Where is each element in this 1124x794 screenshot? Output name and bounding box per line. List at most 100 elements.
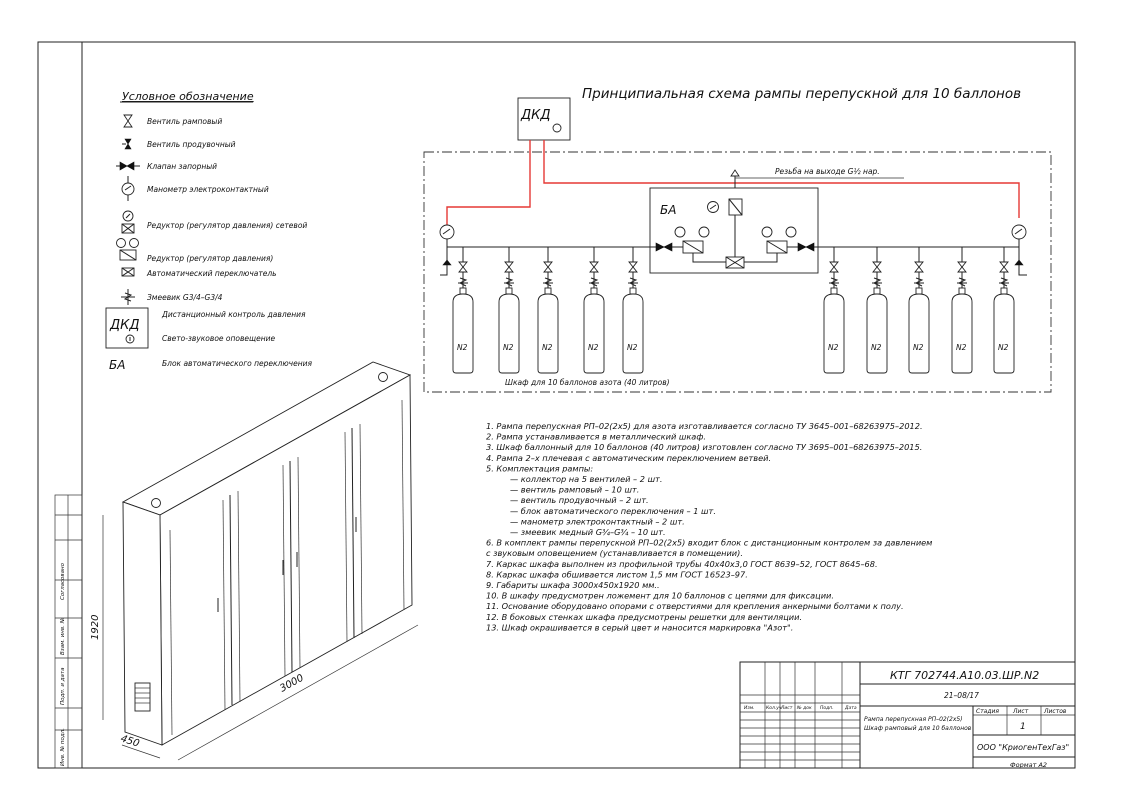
ba-block-label: БА (660, 203, 676, 217)
title-block: Изм. Кол.уч Лист № док Подп. Дата КТГ 70… (739, 661, 1076, 769)
cylinder-label: N2 (503, 343, 514, 352)
stamp-agreed: Согласовано (60, 562, 66, 600)
cylinder-label: N2 (542, 343, 553, 352)
legend-item-ramp-valve: Вентиль рамповый (147, 117, 222, 126)
dkd-legend-block: ДКД (105, 307, 149, 349)
outlet-label: Резьба на выходе G½ нар. (775, 167, 880, 176)
tb-stage-label: Стадия (976, 708, 999, 715)
tb-doc-code: КТГ 702744.А10.03.ШР.N2 (890, 669, 1039, 682)
tb-format: Формат А2 (1010, 761, 1047, 769)
legend-item-alarm: Свето-звуковое оповещение (162, 334, 275, 343)
purge-valve-icon (122, 138, 132, 150)
manometer-right-icon (1011, 224, 1027, 240)
side-stamp: Согласовано Взам. инв. № Подп. и дата Ин… (54, 494, 83, 769)
note-line: 10. В шкафу предусмотрен ложемент для 10… (486, 591, 834, 601)
shutoff-valve-icon (116, 161, 140, 171)
cylinder-label: N2 (457, 343, 468, 352)
dkd-legend-label: ДКД (109, 318, 140, 333)
tb-name-line2: Шкаф рамповый для 10 баллонов (864, 725, 972, 732)
signal-wire-left (446, 140, 531, 228)
cabinet-label: Шкаф для 10 баллонов азота (40 литров) (505, 378, 670, 387)
cylinder: N2 (823, 247, 845, 374)
cylinder: N2 (951, 247, 973, 374)
dkd-box (517, 97, 571, 141)
tb-sheets-label: Листов (1043, 708, 1067, 715)
cylinder: N2 (583, 247, 605, 374)
tb-sheet-label: Лист (1012, 708, 1029, 715)
cabinet-outline (423, 151, 1052, 393)
note-line: — коллектор на 5 вентилей – 2 шт. (510, 474, 662, 484)
note-line: 12. В боковых стенках шкафа предусмотрен… (486, 612, 802, 622)
manometer-icon (121, 176, 135, 201)
tb-col-koluch: Кол.уч (766, 705, 782, 711)
tb-col-izm: Изм. (744, 705, 755, 711)
cylinder: N2 (622, 247, 644, 374)
tb-sheet-no: 1 (1020, 722, 1026, 732)
note-line: — змеевик медный G¾–G¾ – 10 шт. (510, 527, 666, 537)
legend-item-purge-valve: Вентиль продувочный (147, 140, 236, 149)
auto-switch-icon (121, 267, 135, 277)
note-line: 5. Комплектация рампы: (486, 463, 593, 473)
stamp-replace-inv: Взам. инв. № (60, 617, 66, 655)
ramp-valve-icon (123, 114, 133, 128)
legend-heading: Условное обозначение (122, 90, 254, 103)
tb-col-data: Дата (844, 705, 857, 711)
reducer-icon (116, 238, 139, 261)
coil-icon (121, 289, 135, 305)
note-line: 3. Шкаф баллонный для 10 баллонов (40 ли… (486, 442, 922, 452)
cylinder: N2 (452, 247, 474, 374)
note-line: 9. Габариты шкафа 3000х450х1920 мм.. (486, 580, 660, 590)
cylinder: N2 (498, 247, 520, 374)
note-line: — вентиль рамповый – 10 шт. (510, 485, 639, 495)
cylinder-label: N2 (956, 343, 967, 352)
cylinder: N2 (908, 247, 930, 374)
legend-item-network-reducer: Редуктор (регулятор давления) сетевой (147, 221, 307, 230)
tb-col-ndok: № док (796, 705, 812, 711)
dkd-alarm-icon (552, 123, 562, 133)
inner-frame (81, 41, 1076, 769)
signal-wire-right (543, 140, 1020, 218)
tb-col-podp: Подп. (820, 705, 834, 711)
legend-item-reducer: Редуктор (регулятор давления) (147, 254, 273, 263)
note-line: 6. В комплект рампы перепускной РП–02(2х… (486, 538, 932, 548)
tb-date-code: 21–08/17 (944, 691, 979, 700)
cabinet-iso-drawing: 1920 3000 450 (90, 361, 419, 761)
tb-name-line1: Рампа перепускная РП–02(2х5) (864, 716, 963, 723)
legend: Условное обозначение Вентиль рамповый Ве… (105, 90, 312, 372)
legend-item-auto-switch: Автоматический переключатель (146, 269, 277, 278)
outlet-arrow-icon (730, 169, 740, 177)
ba-legend-label: БА (109, 358, 125, 372)
cylinder: N2 (537, 247, 559, 374)
cylinder: N2 (866, 247, 888, 374)
network-reducer-icon (121, 210, 135, 234)
note-line: — вентиль продувочный – 2 шт. (510, 495, 649, 505)
cylinder-label: N2 (998, 343, 1009, 352)
cylinder-label: N2 (913, 343, 924, 352)
note-line: 8. Каркас шкафа обшивается листом 1,5 мм… (486, 569, 748, 579)
dkd-box-label: ДКД (520, 108, 551, 123)
tb-company: ООО "КриогенТехГаз" (977, 743, 1069, 752)
schematic: ДКД Резьба на выходе G½ нар. БА (423, 97, 1052, 393)
note-line: с звуковым оповещением (устанавливается … (486, 548, 743, 558)
note-line: — блок автоматического переключения – 1 … (510, 506, 716, 516)
notes: 1. Рампа перепускная РП–02(2х5) для азот… (486, 421, 932, 632)
legend-item-auto-block: Блок автоматического переключения (162, 359, 312, 368)
stamp-sign-date: Подп. и дата (60, 667, 66, 705)
cylinder-label: N2 (828, 343, 839, 352)
legend-item-remote-control: Дистанционный контроль давления (161, 310, 306, 319)
note-line: 4. Рампа 2–х плечевая с автоматическим п… (486, 453, 771, 463)
shutoff-right-icon (797, 242, 807, 252)
note-line: 2. Рампа устанавливается в металлический… (486, 432, 706, 442)
note-line: 7. Каркас шкафа выполнен из профильной т… (486, 559, 878, 569)
legend-item-coil: Змеевик G3/4–G3/4 (147, 293, 223, 302)
tb-col-list: Лист (780, 705, 793, 711)
cylinder-label: N2 (627, 343, 638, 352)
cylinder-label: N2 (588, 343, 599, 352)
legend-reducer-network-text: Редуктор (регулятор давления) сетевой (147, 221, 307, 230)
legend-item-shutoff-valve: Клапан запорный (147, 162, 217, 171)
stamp-inv-orig: Инв. № подл. (60, 728, 66, 766)
drawing-title: Принципиальная схема рампы перепускной д… (582, 86, 1021, 102)
legend-item-manometer: Манометр электроконтактный (147, 185, 269, 194)
